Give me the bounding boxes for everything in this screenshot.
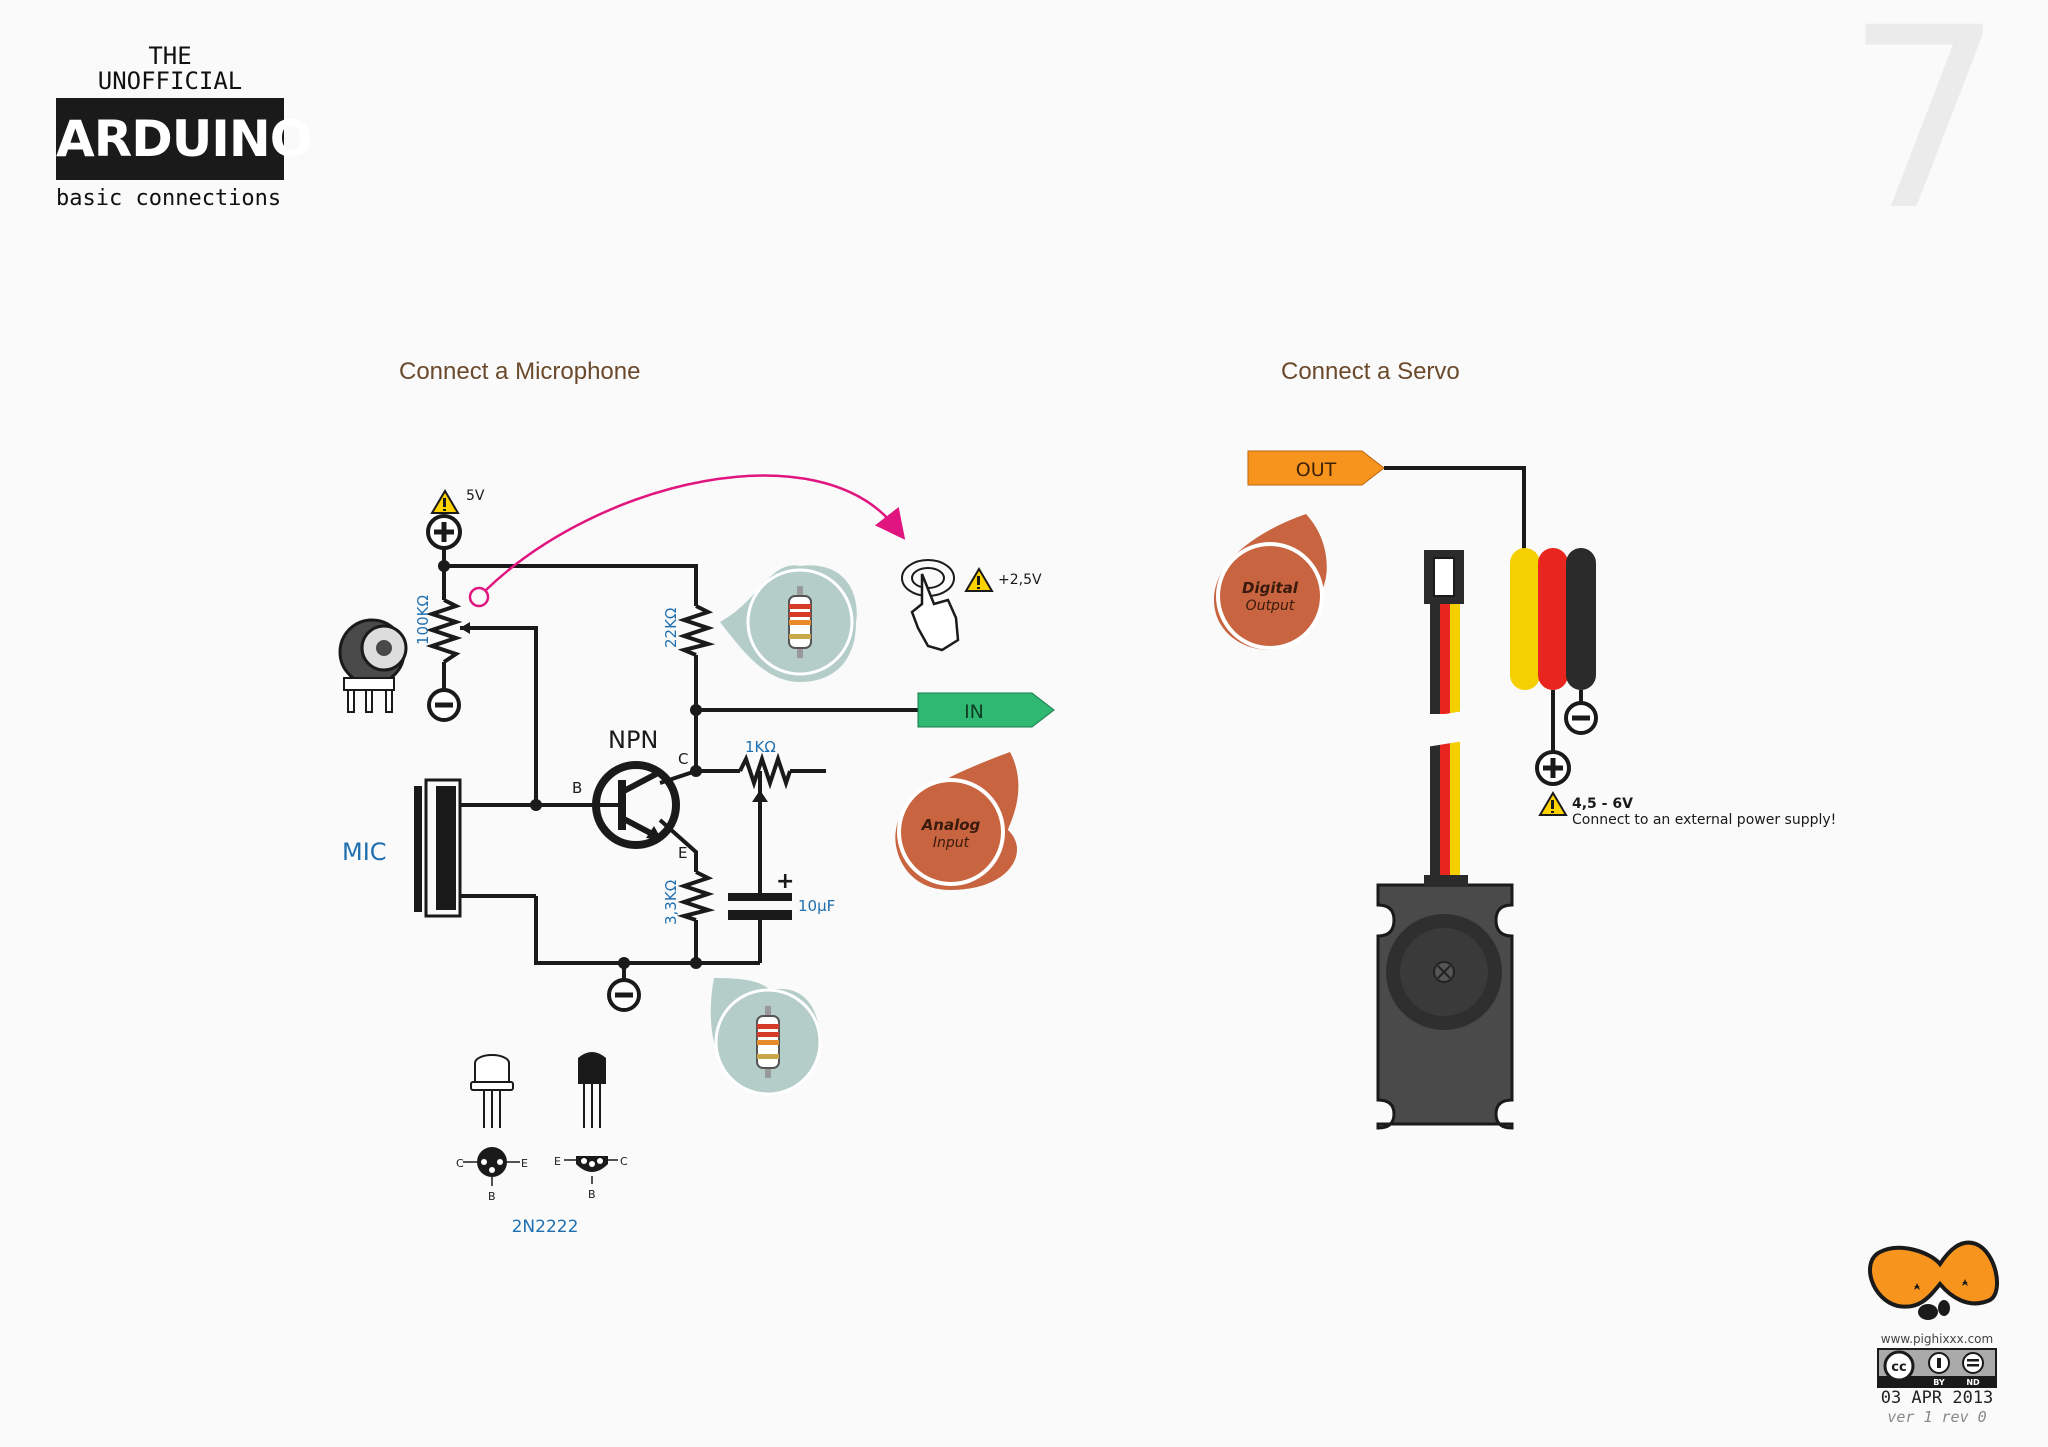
footer: www.pighixxx.com cc BY ND 03 APR 2013 ve…	[1872, 1238, 2002, 1426]
pinout-to92-c-label: C	[620, 1155, 628, 1168]
pot-wiper-arrow	[460, 622, 470, 634]
transistor-to92-icon	[578, 1052, 606, 1128]
capacitor-plus-sign: +	[776, 869, 794, 894]
cc-license-badge: cc BY ND	[1877, 1348, 1997, 1388]
microphone-section-title: Connect a Microphone	[399, 358, 641, 385]
pinout-metal-can-icon	[463, 1147, 520, 1186]
pinout-can-e-label: E	[521, 1157, 528, 1170]
warning-icon	[964, 567, 994, 592]
pinout-to92-e-label: E	[554, 1155, 561, 1168]
hand-pointer-icon	[901, 559, 960, 652]
mic-label: MIC	[342, 838, 387, 866]
minus-icon	[607, 978, 641, 1012]
pinout-can-c-label: C	[456, 1157, 464, 1170]
servo-connector	[1424, 550, 1464, 604]
servo-motor-icon	[1376, 875, 1514, 1130]
r1k-value-label: 1KΩ	[745, 738, 776, 756]
warning-icon	[1538, 791, 1568, 816]
power-wire-bundle	[1510, 548, 1596, 690]
plus-icon	[426, 514, 462, 550]
junction-dot	[690, 957, 702, 969]
supply-voltage-label: 5V	[466, 488, 485, 504]
transistor-part-label: 2N2222	[512, 1217, 579, 1237]
r33k-value-label: 3,3KΩ	[662, 880, 680, 925]
footer-date: 03 APR 2013	[1880, 1388, 1994, 1408]
license-by-label: BY	[1933, 1378, 1945, 1387]
minus-icon	[427, 688, 461, 722]
resistor-1k-symbol	[738, 752, 792, 790]
plus-icon	[1535, 750, 1571, 786]
transistor-metal-can-icon	[470, 1054, 514, 1128]
r22k-value-label: 22KΩ	[662, 608, 680, 648]
junction-dot	[618, 957, 630, 969]
warning-icon	[430, 489, 460, 514]
resistor-1k-arrow	[752, 790, 768, 802]
resistor-22k-symbol	[677, 604, 716, 657]
npn-transistor-symbol	[592, 761, 680, 849]
junction-dot	[690, 704, 702, 716]
analog-input-drop: Analog Input	[895, 752, 1019, 890]
nd-icon	[1962, 1352, 1984, 1374]
adjust-arrow	[485, 474, 906, 591]
npn-label: NPN	[608, 726, 658, 754]
logo-block: THE UNOFFICIAL ARDUINO basic connections	[56, 42, 312, 211]
pinout-to92-b-label: B	[588, 1188, 596, 1201]
resistor-icon	[756, 1006, 780, 1078]
pin-b-label: B	[572, 779, 582, 797]
junction-dot	[690, 765, 702, 777]
power-note-label: Connect to an external power supply!	[1572, 812, 1836, 828]
footer-url: www.pighixxx.com	[1880, 1332, 1994, 1346]
pinout-can-b-label: B	[488, 1190, 496, 1203]
out-pin-tag: OUT	[1247, 450, 1385, 486]
digital-output-drop: Digital Output	[1214, 514, 1327, 650]
logo-line-the: THE	[148, 42, 192, 70]
pot-value-label: 100KΩ	[414, 595, 432, 645]
power-voltage-label: 4,5 - 6V	[1572, 796, 1633, 812]
adjust-voltage-label: +2,5V	[998, 572, 1042, 588]
digital-output-line2: Output	[1246, 598, 1295, 614]
analog-input-line2: Input	[933, 835, 970, 851]
junction-dots	[438, 560, 702, 969]
in-pin-tag: IN	[917, 692, 1055, 728]
resistor-icon	[788, 586, 812, 658]
wiper-wire	[460, 626, 538, 805]
capacitor-value-label: 10µF	[798, 897, 835, 915]
potentiometer-symbol	[425, 598, 463, 664]
resistor-bubble	[710, 978, 822, 1096]
logo-brand: ARDUINO	[56, 98, 312, 180]
junction-dot	[530, 799, 542, 811]
logo-subtitle: basic connections	[56, 186, 282, 211]
digital-output-line1: Digital	[1242, 579, 1299, 597]
footer-version: ver 1 rev 0	[1887, 1408, 1987, 1426]
analog-input-line1: Analog	[921, 816, 981, 834]
minus-icon	[1564, 701, 1598, 735]
servo-cable	[1420, 604, 1470, 880]
out-tag-label: OUT	[1296, 459, 1337, 481]
capacitor-plate-top	[728, 893, 792, 901]
license-nd-label: ND	[1966, 1378, 1980, 1387]
cc-icon	[1883, 1350, 1915, 1382]
pinout-to92-icon	[564, 1156, 618, 1184]
pighixxx-mascot-icon	[1868, 1240, 2000, 1320]
resistor-bubble	[720, 565, 857, 682]
svg-text:cc: cc	[1891, 1360, 1906, 1375]
bottom-rail-wire	[534, 896, 760, 965]
out-signal-wire	[1384, 466, 1526, 560]
adjust-start-marker	[468, 586, 490, 608]
microphone-symbol	[414, 778, 462, 918]
capacitor-plate-bottom	[728, 910, 792, 920]
trimmer-pot-icon	[338, 618, 408, 713]
page-number: 7	[1845, 0, 2005, 265]
top-rail-wire	[442, 547, 698, 606]
emitter-wire	[658, 818, 698, 872]
resistor-3k3-symbol	[676, 870, 716, 922]
pin-c-label: C	[678, 750, 688, 768]
in-tag-label: IN	[964, 701, 984, 723]
logo-line-unofficial: UNOFFICIAL	[97, 67, 243, 95]
pin-e-label: E	[678, 844, 687, 862]
servo-section-title: Connect a Servo	[1281, 358, 1460, 385]
junction-dot	[438, 560, 450, 572]
